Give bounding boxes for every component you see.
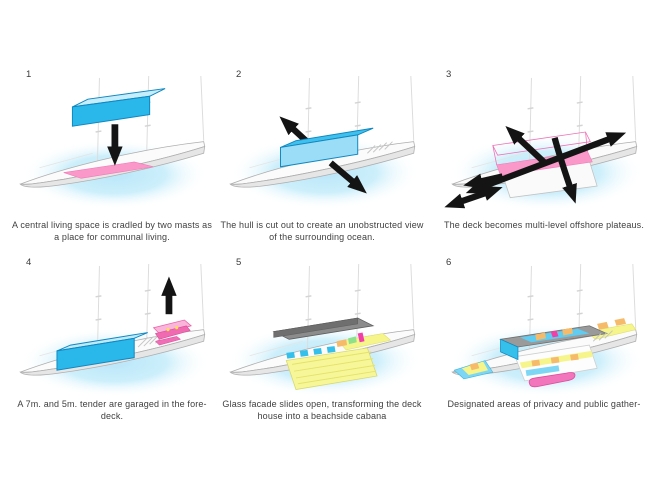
- down-arrow-icon: [551, 136, 577, 204]
- step-number: 2: [236, 69, 242, 80]
- step-number: 3: [446, 69, 452, 80]
- cabana-interior-furniture: [286, 332, 365, 359]
- yacht-illustration-step2: [229, 76, 420, 210]
- step-number: 1: [26, 69, 32, 80]
- lower-deck-flap: [514, 344, 598, 382]
- yacht-illustration-step3: [444, 76, 644, 212]
- step-caption: The hull is cut out to create an unobstr…: [220, 220, 424, 243]
- pink-tender-boat: [152, 319, 192, 346]
- step-number: 5: [236, 257, 242, 268]
- gray-roof-deck: [499, 325, 609, 361]
- deck-hatch-lines: [367, 141, 393, 154]
- step-caption: Designated areas of privacy and public g…: [447, 399, 641, 409]
- concept-panel-3: 3 The deck becomes multi-level offshore …: [428, 64, 660, 249]
- yellow-deck-area: [337, 333, 392, 351]
- step-caption: Glass facade slides open, transforming t…: [222, 399, 422, 422]
- step-caption: A 7m. and 5m. tender are garaged in the …: [17, 399, 207, 422]
- pink-tender-boat: [528, 372, 576, 388]
- yellow-beach-flap: [285, 347, 378, 390]
- deck-hatch-lines: [592, 330, 613, 342]
- left-arrow-icon: [463, 173, 504, 189]
- up-left-arrow-icon: [505, 125, 548, 166]
- double-arrow-icon: [444, 186, 503, 209]
- concept-panel-6: 6: [428, 252, 660, 437]
- step-number: 4: [26, 257, 32, 268]
- floating-living-module: [71, 88, 166, 127]
- step-caption: The deck becomes multi-level offshore pl…: [444, 220, 644, 230]
- yacht-illustration-step4: [19, 264, 210, 398]
- yacht-illustration-step6: [450, 264, 644, 398]
- yacht-illustration-step1: [19, 76, 208, 210]
- expansion-arrows: [444, 125, 627, 209]
- concept-panel-4: 4 A 7m. and 5m. tender are garaged in th…: [8, 252, 216, 437]
- gray-roof-slab: [272, 317, 375, 340]
- deck-house-module: [56, 332, 148, 371]
- concept-panel-1: 1 A central living space is cradled by t…: [8, 64, 216, 249]
- concept-panel-5: 5: [218, 252, 426, 437]
- stern-lounge-area: [453, 360, 494, 380]
- step-number: 6: [446, 257, 452, 268]
- deck-house-module: [280, 127, 374, 168]
- step-caption: A central living space is cradled by two…: [12, 220, 212, 243]
- yacht-illustration-step5: [228, 264, 422, 398]
- down-right-arrow-icon: [328, 160, 367, 194]
- concept-panel-2: 2 The hull is cut out to create an unobs…: [218, 64, 426, 249]
